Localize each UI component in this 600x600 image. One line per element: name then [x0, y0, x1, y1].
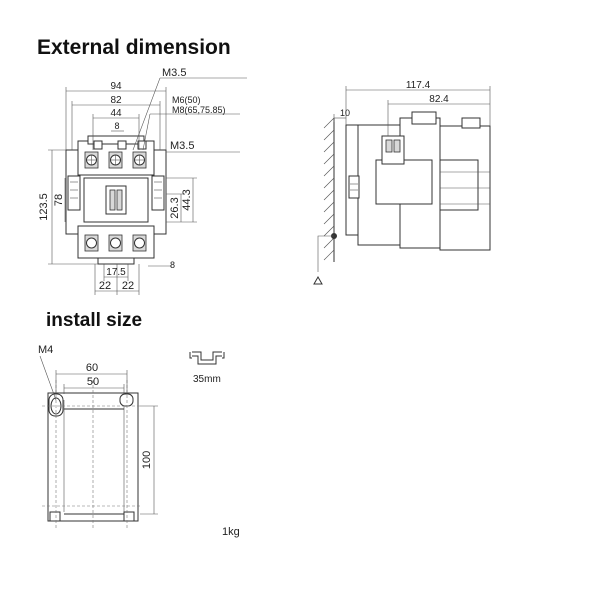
ground-symbol — [313, 275, 323, 285]
dim-824: 82.4 — [429, 94, 449, 105]
dim-100: 100 — [141, 451, 153, 469]
top-terminals — [84, 140, 147, 169]
left-aux-terminal — [67, 175, 81, 211]
label-m6: M6(50) — [172, 95, 201, 105]
dim-443: 44.3 — [181, 189, 193, 210]
side-view — [313, 86, 491, 285]
dim-175: 17.5 — [106, 267, 126, 278]
side-top-tab — [411, 111, 437, 125]
dim-44: 44 — [110, 108, 122, 119]
dim-1174: 117.4 — [406, 80, 431, 91]
dim-1235: 123.5 — [38, 193, 50, 221]
front-indicator-window — [105, 185, 127, 215]
dim-22-left: 22 — [99, 280, 111, 292]
dim-22-right: 22 — [122, 280, 134, 292]
front-top-ridge — [87, 135, 145, 145]
label-weight: 1kg — [222, 526, 240, 538]
label-m4: M4 — [38, 344, 53, 356]
dim-263: 26.3 — [169, 197, 181, 218]
front-view — [48, 77, 247, 295]
bottom-terminals — [84, 234, 147, 252]
dim-82: 82 — [110, 95, 122, 106]
install-drawing — [39, 351, 225, 530]
dim-8-bottom: 8 — [170, 260, 175, 270]
dim-94: 94 — [110, 81, 122, 92]
side-aux-block — [439, 159, 479, 211]
label-rail-35mm: 35mm — [193, 374, 221, 385]
din-rail-icon — [192, 355, 222, 365]
label-m8: M8(65,75.85) — [172, 105, 226, 115]
dim-8-top: 8 — [114, 121, 119, 131]
label-m35-side: M3.5 — [170, 140, 194, 152]
dim-60: 60 — [86, 362, 98, 374]
label-m35-top: M3.5 — [162, 67, 186, 79]
dim-10: 10 — [340, 108, 350, 118]
side-mid-housing — [375, 159, 433, 205]
dim-78: 78 — [53, 194, 65, 206]
wall-hatching — [323, 117, 335, 261]
external-dimension-title: External dimension — [37, 36, 231, 59]
dim-50: 50 — [87, 376, 99, 388]
install-size-title: install size — [46, 310, 142, 331]
right-aux-terminal — [151, 175, 165, 211]
ground-lead — [317, 235, 334, 272]
